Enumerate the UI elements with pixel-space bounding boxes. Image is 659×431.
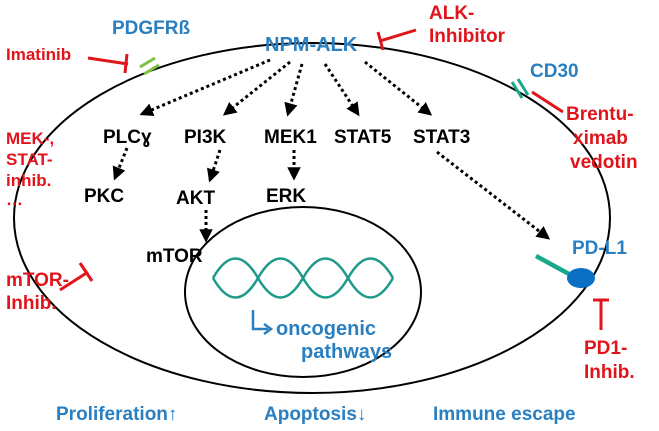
label-brentuximab-line2: ximab: [573, 128, 628, 149]
label-plcg: PLCɣ: [103, 127, 152, 148]
label-stat5: STAT5: [334, 127, 392, 148]
label-imatinib: Imatinib: [6, 45, 71, 64]
cd30-receptor-icon: [510, 78, 530, 99]
pathway-arrow-icon: [251, 310, 274, 336]
dna-helix-icon: [211, 257, 395, 299]
label-mek-stat-line1: MEK-,: [6, 129, 54, 148]
label-mek-stat-line4: …: [6, 190, 23, 209]
arrow-alk-pi3k: [222, 60, 291, 116]
label-mtor: mTOR: [146, 246, 203, 267]
label-pkc: PKC: [84, 186, 124, 207]
arrow-alk-stat3: [364, 60, 433, 116]
cell-membrane: [13, 42, 611, 394]
label-pi3k: PI3K: [184, 127, 227, 148]
label-stat3: STAT3: [413, 127, 470, 148]
label-mek-stat-line3: inhib.: [6, 171, 51, 190]
pd1-inhibitor-bar: [593, 298, 609, 330]
label-mek1: MEK1: [264, 127, 317, 148]
arrow-alk-mek1: [284, 63, 304, 117]
signal-arrows: [112, 58, 551, 243]
label-erk: ERK: [266, 186, 306, 207]
label-alk-inhibitor-line2: Inhibitor: [429, 26, 506, 47]
label-brentuximab-line3: vedotin: [570, 152, 638, 173]
label-pathways: pathways: [301, 341, 392, 363]
label-brentuximab-line1: Brentu-: [566, 104, 634, 125]
alk-inhibitor-bar: [376, 28, 417, 51]
label-pdgfrb: PDGFRß: [112, 18, 191, 39]
arrow-alk-plcg: [139, 58, 271, 117]
arrow-stat3-pdl1: [436, 150, 551, 240]
arrow-plcg-pkc: [112, 147, 129, 181]
label-mtor-inhib-line1: mTOR-: [6, 270, 69, 291]
nucleus: [184, 206, 422, 378]
label-proliferation: Proliferation↑: [56, 404, 177, 425]
label-alk-inhibitor-line1: ALK-: [429, 3, 474, 24]
label-npm-alk: NPM-ALK: [265, 34, 358, 56]
imatinib-inhibitor-bar: [87, 53, 129, 74]
label-mek-stat-line2: STAT-: [6, 150, 53, 169]
mtor-inhibitor-bar: [59, 262, 94, 292]
label-akt: AKT: [176, 188, 215, 209]
label-immune-escape: Immune escape: [433, 404, 576, 425]
label-mtor-inhib-line2: Inhib.: [6, 293, 57, 314]
brentuximab-line: [531, 90, 564, 114]
pd-l1-receptor-stem: [534, 254, 571, 276]
label-pd-l1: PD-L1: [572, 238, 627, 259]
label-oncogenic: oncogenic: [276, 318, 376, 340]
label-apoptosis: Apoptosis↓: [264, 404, 366, 425]
pd-l1-receptor-head: [567, 268, 595, 288]
arrow-pi3k-akt: [207, 149, 222, 183]
label-pd1-inhib-line2: Inhib.: [584, 362, 635, 383]
pdgfrb-receptor-icon: [139, 56, 160, 76]
label-pd1-inhib-line1: PD1-: [584, 338, 627, 359]
arrow-alk-stat5: [323, 63, 360, 117]
label-cd30: CD30: [530, 61, 579, 82]
